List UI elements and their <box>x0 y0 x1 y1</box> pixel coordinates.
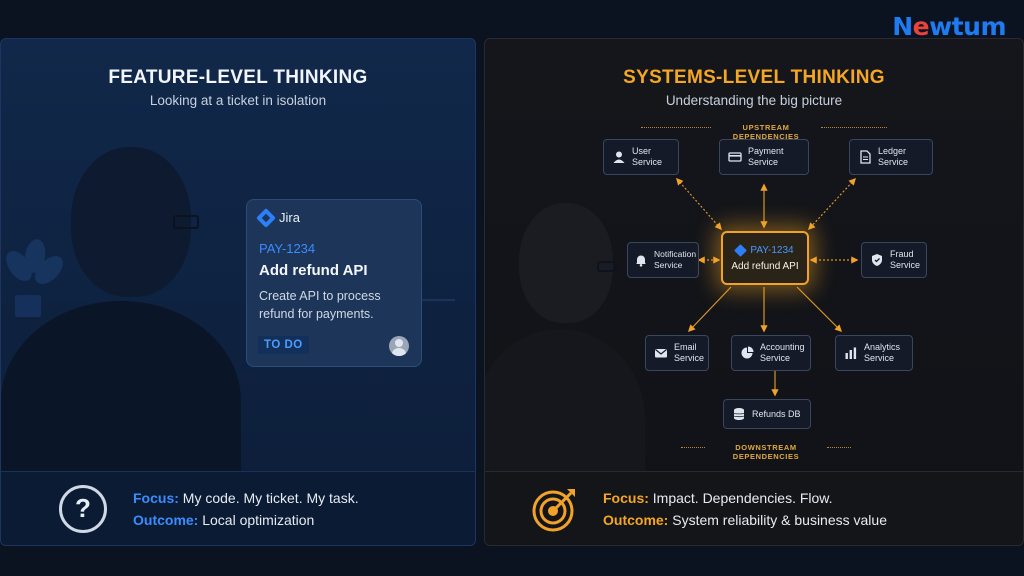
bar-chart-icon <box>845 347 857 359</box>
jira-logo-icon <box>734 243 748 257</box>
node-label: Email <box>674 342 697 352</box>
mail-icon <box>655 349 667 358</box>
ticket-title: Add refund API <box>259 262 368 279</box>
node-label: Service <box>654 260 683 270</box>
node-label: Notification <box>654 249 697 259</box>
node-label: Service <box>748 157 779 167</box>
node-label: Analytics <box>864 342 901 352</box>
focus-label: Focus: <box>603 489 649 506</box>
ticket-description: Create API to process refund for payment… <box>259 289 381 321</box>
panel-title: FEATURE-LEVEL THINKING <box>108 67 368 88</box>
node-label: Service <box>890 260 921 270</box>
node-label: Ledger <box>878 146 907 156</box>
refunds-db-node[interactable]: Refunds DB <box>723 399 811 429</box>
dependency-arrows <box>676 177 859 397</box>
arrow-ledger <box>808 177 856 231</box>
arrow-email <box>688 286 732 333</box>
node-label: Fraud <box>890 249 914 259</box>
node-label: Service <box>878 157 909 167</box>
question-icon: ? <box>59 484 107 533</box>
document-icon <box>860 150 871 164</box>
upstream-line-right <box>821 127 887 128</box>
panel-subtitle: Understanding the big picture <box>665 93 843 108</box>
shelf-decoration <box>395 299 455 301</box>
ticket-key[interactable]: PAY-1234 <box>259 241 316 256</box>
arrow-user <box>676 177 722 231</box>
left-footer: ? Focus: My code. My ticket. My task. Ou… <box>1 471 475 545</box>
downstream-line-left <box>681 447 705 448</box>
card-icon <box>728 152 742 162</box>
downstream-label: DOWNSTREAM DEPENDENCIES <box>732 443 800 461</box>
arrow-analytics <box>796 286 843 333</box>
node-label: Service <box>632 157 663 167</box>
assignee-avatar[interactable] <box>389 336 409 356</box>
database-icon <box>733 408 745 420</box>
pie-chart-icon <box>741 346 754 359</box>
upstream-label: UPSTREAM DEPENDENCIES <box>732 123 800 141</box>
node-label: Service <box>674 353 705 363</box>
panel-title: SYSTEMS-LEVEL THINKING <box>623 67 885 88</box>
feature-level-panel: FEATURE-LEVEL THINKING Looking at a tick… <box>0 38 476 546</box>
outcome-label: Outcome: <box>603 511 669 528</box>
center-ticket-title: Add refund API <box>731 260 799 272</box>
focus-label: Focus: <box>133 489 179 506</box>
focus-value: My code. My ticket. My task. <box>182 489 359 506</box>
outcome-label: Outcome: <box>133 511 199 528</box>
shield-icon <box>872 254 882 266</box>
center-ticket-node[interactable]: PAY-1234 Add refund API <box>721 231 809 285</box>
jira-app-name: Jira <box>279 210 300 225</box>
node-label: Service <box>864 353 895 363</box>
focus-value: Impact. Dependencies. Flow. <box>652 489 833 506</box>
node-label: Payment <box>748 146 784 156</box>
upstream-line-left <box>641 127 711 128</box>
jira-logo-icon <box>256 207 276 228</box>
node-label: User <box>632 146 652 156</box>
panel-subtitle: Looking at a ticket in isolation <box>149 93 327 108</box>
status-badge[interactable]: TO DO <box>258 336 309 354</box>
center-ticket-key: PAY-1234 <box>750 244 794 256</box>
target-icon <box>532 488 575 531</box>
outcome-value: System reliability & business value <box>672 511 887 528</box>
right-footer: Focus: Impact. Dependencies. Flow. Outco… <box>485 471 1023 545</box>
user-icon <box>613 151 625 163</box>
outcome-value: Local optimization <box>202 511 315 528</box>
node-label: Service <box>760 353 791 363</box>
downstream-line-right <box>827 447 851 448</box>
node-label: Refunds DB <box>752 408 801 419</box>
jira-ticket-card[interactable]: Jira PAY-1234 Add refund API Create API … <box>246 199 422 367</box>
bell-icon <box>636 255 646 267</box>
node-label: Accounting <box>760 342 805 352</box>
systems-level-panel: SYSTEMS-LEVEL THINKING Understanding the… <box>484 38 1024 546</box>
brand-logo: Newtum <box>892 12 1006 41</box>
